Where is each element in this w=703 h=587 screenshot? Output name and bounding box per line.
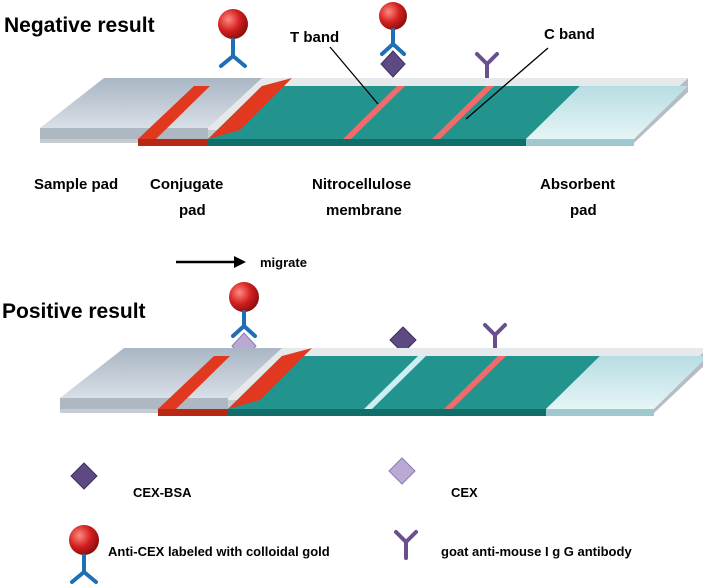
absorbent-pad-label-line2: pad	[570, 202, 597, 219]
positive-t-band	[364, 356, 426, 409]
gold-antibody-bound-t-band-icon	[379, 2, 407, 78]
negative-t-band	[343, 86, 405, 139]
legend-cex-bsa-icon	[70, 462, 98, 490]
legend-cex-bsa-label: CEX-BSA	[133, 485, 192, 500]
migrate-arrow-icon	[176, 256, 246, 268]
legend-cex-icon	[388, 457, 416, 485]
membrane-label-line1: Nitrocellulose	[312, 176, 411, 193]
conjugate-pad-label-line1: Conjugate	[150, 176, 223, 193]
migrate-label: migrate	[260, 255, 307, 270]
c-band-callout-line	[465, 47, 549, 120]
legend-goat-antibody-icon	[394, 530, 418, 560]
legend-gold-antibody-icon	[69, 525, 99, 584]
t-band-callout-line	[329, 46, 379, 105]
goat-antibody-positive-icon	[483, 323, 507, 353]
negative-c-band	[432, 86, 494, 139]
legend: CEX-BSA CEX Anti-CEX labeled with colloi…	[69, 457, 632, 584]
legend-goat-antibody-label: goat anti-mouse I g G antibody	[441, 544, 632, 559]
membrane-label-line2: membrane	[326, 202, 402, 219]
negative-result-heading: Negative result	[4, 14, 155, 37]
negative-test-strip	[40, 78, 688, 146]
goat-antibody-c-band-icon	[475, 52, 499, 82]
legend-cex-label: CEX	[451, 485, 478, 500]
positive-result-heading: Positive result	[2, 300, 146, 323]
t-band-label: T band	[290, 29, 339, 46]
positive-test-strip	[60, 348, 703, 416]
legend-gold-antibody-label: Anti-CEX labeled with colloidal gold	[108, 544, 330, 559]
gold-antibody-floating-icon	[218, 9, 248, 68]
gold-antibody-bound-cex-icon	[229, 282, 259, 360]
absorbent-pad-label-line1: Absorbent	[540, 176, 615, 193]
sample-pad-label: Sample pad	[34, 176, 118, 193]
c-band-label: C band	[544, 26, 595, 43]
positive-c-band	[444, 356, 506, 409]
conjugate-pad-label-line2: pad	[179, 202, 206, 219]
